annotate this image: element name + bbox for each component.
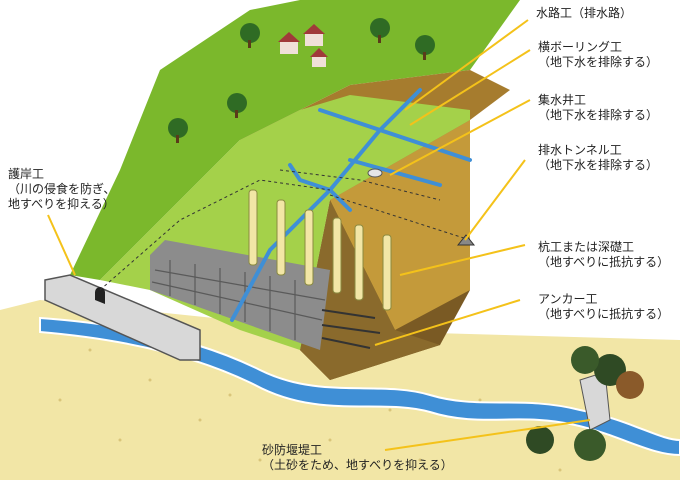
label-yoko-boring-main: 横ボーリング工	[538, 40, 623, 54]
label-shusui-sei-sub: （地下水を排除する）	[538, 108, 659, 122]
label-gogan-sub2: 地すべりを抑える）	[8, 197, 115, 211]
trees	[168, 18, 435, 143]
label-gogan-main: 護岸工	[8, 167, 45, 181]
leader-lines	[47, 19, 591, 451]
label-sabo-main: 砂防堰堤工	[262, 443, 323, 457]
label-anchor-main: アンカー工	[538, 292, 598, 306]
label-haisui-tunnel: 排水トンネル工 （地下水を排除する）	[538, 143, 658, 173]
sand-dots	[58, 348, 562, 472]
sabo-dam	[526, 346, 644, 461]
label-haisui-tunnel-sub: （地下水を排除する）	[538, 158, 659, 172]
hillside-upper	[70, 0, 520, 280]
label-kui-sub: （地すべりに抵抗する）	[538, 255, 670, 269]
houses	[278, 24, 328, 67]
label-shusui-sei-main: 集水井工	[538, 93, 587, 107]
label-sabo-sub: （土砂をため、地すべりを抑える）	[262, 458, 453, 472]
label-sabo: 砂防堰堤工 （土砂をため、地すべりを抑える）	[262, 443, 453, 473]
label-gogan: 護岸工 （川の侵食を防ぎ、 地すべりを抑える）	[8, 167, 115, 212]
label-haisui-tunnel-main: 排水トンネル工	[538, 143, 622, 157]
water-well	[367, 168, 383, 178]
label-gogan-sub1: （川の侵食を防ぎ、	[8, 182, 116, 196]
label-yoko-boring-sub: （地下水を排除する）	[538, 55, 659, 69]
revetment-wall	[44, 274, 201, 361]
label-kui: 杭工または深礎工 （地すべりに抵抗する）	[538, 240, 669, 270]
label-anchor: アンカー工 （地すべりに抵抗する）	[538, 292, 669, 322]
label-kui-main: 杭工または深礎工	[538, 240, 635, 254]
subsurface-lines	[99, 169, 471, 291]
label-shusui-sei: 集水井工 （地下水を排除する）	[538, 93, 658, 123]
anchors	[321, 309, 381, 349]
label-yoko-boring: 横ボーリング工 （地下水を排除する）	[538, 40, 658, 70]
label-anchor-sub: （地すべりに抵抗する）	[538, 307, 670, 321]
label-suiro-main: 水路工（排水路）	[536, 6, 633, 20]
soil-right-face	[330, 120, 470, 330]
drain-outlet	[95, 287, 105, 304]
piles	[248, 189, 392, 311]
label-suiro: 水路工（排水路）	[536, 6, 632, 21]
